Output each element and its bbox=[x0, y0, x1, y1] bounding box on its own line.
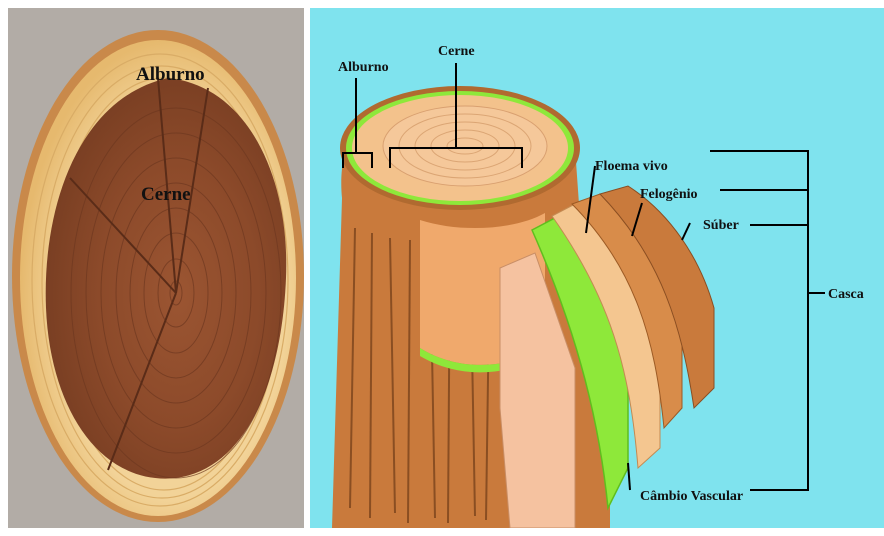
log-cross-section-panel: Alburno Cerne bbox=[8, 8, 304, 528]
suber-label: Súber bbox=[703, 218, 739, 233]
log-cross-section-svg: Alburno Cerne bbox=[8, 8, 304, 528]
left-cerne-label: Cerne bbox=[141, 184, 191, 205]
casca-bracket-outline bbox=[710, 151, 808, 490]
suber-leader bbox=[682, 223, 690, 240]
right-cerne-label: Cerne bbox=[438, 44, 475, 59]
right-alburno-label: Alburno bbox=[338, 60, 389, 75]
trunk-structure-svg: Alburno Cerne Floema vivo Felogênio Súbe… bbox=[310, 8, 884, 528]
felogenio-label: Felogênio bbox=[640, 187, 698, 202]
left-alburno-label: Alburno bbox=[136, 64, 205, 85]
cambio-leader bbox=[628, 463, 630, 490]
cambio-vascular-label: Câmbio Vascular bbox=[640, 489, 743, 504]
trunk-top-heartwood bbox=[383, 106, 547, 186]
casca-label: Casca bbox=[828, 287, 864, 302]
trunk-structure-panel: Alburno Cerne Floema vivo Felogênio Súbe… bbox=[310, 8, 884, 528]
floema-vivo-label: Floema vivo bbox=[595, 159, 668, 174]
